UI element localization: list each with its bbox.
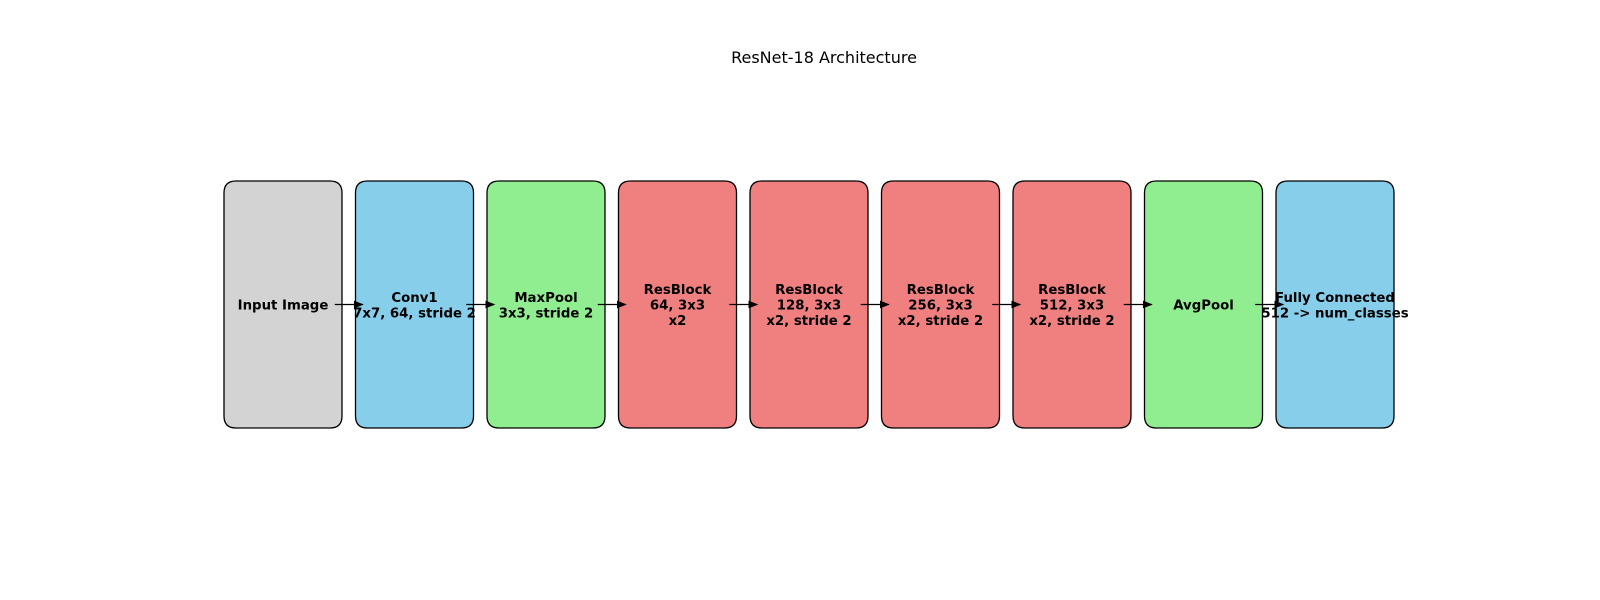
- node-label-line: 3x3, stride 2: [499, 306, 594, 321]
- node-box: [749, 180, 869, 429]
- node-box: [1012, 180, 1132, 429]
- node-box: [1275, 180, 1395, 429]
- node-label-line: 512, 3x3: [1040, 299, 1105, 314]
- node-label-line: ResBlock: [644, 283, 713, 298]
- node-label-line: ResBlock: [775, 283, 844, 298]
- node-label-line: x2: [669, 314, 687, 329]
- node-label: Input Image: [238, 299, 329, 314]
- node-label-line: MaxPool: [514, 291, 577, 306]
- node-box: [1143, 180, 1264, 429]
- node-box: [617, 180, 738, 429]
- node-label-line: x2, stride 2: [1029, 314, 1114, 329]
- node-label: AvgPool: [1173, 299, 1234, 314]
- diagram-title: ResNet-18 Architecture: [731, 48, 917, 67]
- node-label-line: Conv1: [391, 291, 437, 306]
- node-0: Input Image: [223, 180, 343, 429]
- node-label-line: x2, stride 2: [766, 314, 851, 329]
- node-label-line: ResBlock: [907, 283, 976, 298]
- node-label-line: 64, 3x3: [650, 299, 705, 314]
- node-box: [354, 180, 475, 429]
- node-label-line: Input Image: [238, 299, 329, 314]
- node-label-line: Fully Connected: [1275, 291, 1395, 306]
- node-label-line: 7x7, 64, stride 2: [353, 306, 476, 321]
- node-label-line: 128, 3x3: [777, 299, 842, 314]
- node-box: [880, 180, 1001, 429]
- node-box: [486, 180, 606, 429]
- node-label-line: 512 -> num_classes: [1261, 306, 1408, 321]
- node-7: AvgPool: [1143, 180, 1264, 429]
- node-label-line: AvgPool: [1173, 299, 1234, 314]
- node-label-line: ResBlock: [1038, 283, 1107, 298]
- node-label-line: 256, 3x3: [908, 299, 973, 314]
- node-label-line: x2, stride 2: [898, 314, 983, 329]
- node-box: [223, 180, 343, 429]
